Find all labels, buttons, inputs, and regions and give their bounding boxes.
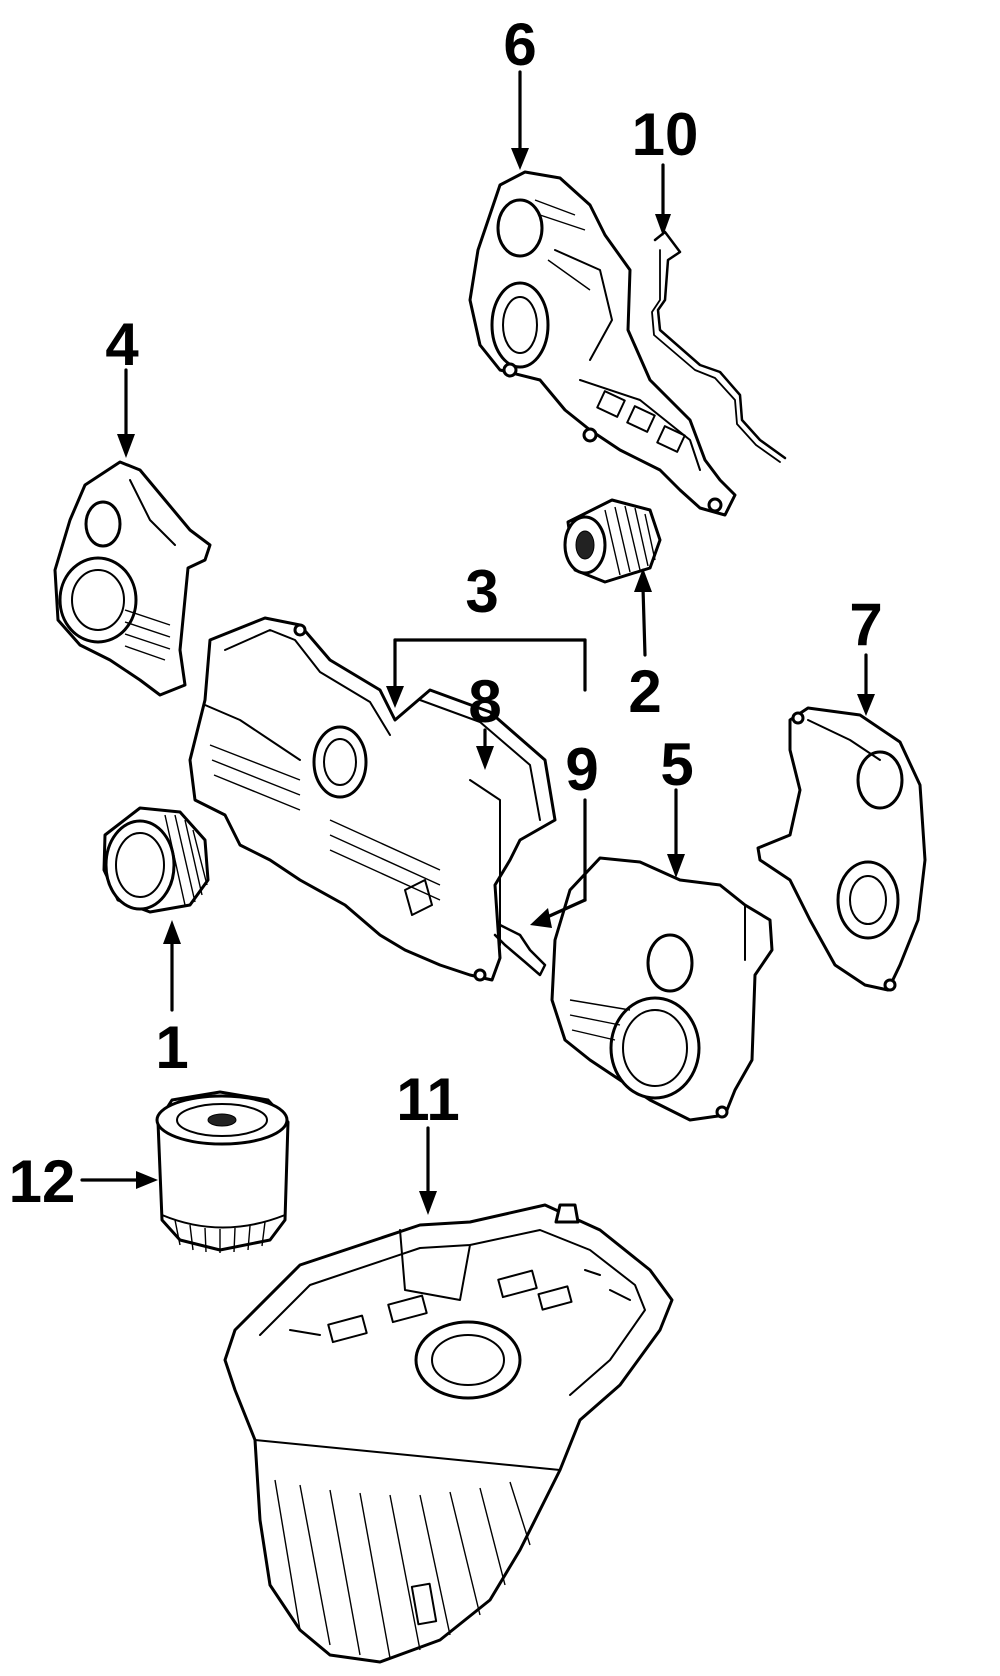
callout-1: 1 [155,1014,188,1081]
callout-12: 12 [9,1148,76,1215]
part-6-rear-timing-cover [468,170,737,517]
part-1-crank-pulley [102,806,210,914]
callout-4: 4 [105,311,139,378]
part-9-gasket-strip [493,923,547,977]
part-7-right-timing-cover [756,706,927,992]
callout-7: 7 [849,591,882,658]
part-3-lower-timing-cover [188,616,557,982]
callout-6: 6 [503,11,536,78]
part-10-seal-gasket [651,230,787,463]
callout-3: 3 [465,558,498,625]
part-5-middle-timing-cover [550,856,774,1122]
callout-2: 2 [628,658,661,725]
part-4-upper-timing-cover [53,460,212,697]
callout-10: 10 [632,101,699,168]
callout-8: 8 [468,668,501,735]
part-12-oil-filter [155,1090,290,1253]
callout-5: 5 [660,731,693,798]
callout-9: 9 [565,736,598,803]
part-2-crank-sprocket [563,498,662,584]
callout-11: 11 [396,1066,459,1133]
leader-lines [80,70,875,1215]
part-11-oil-pan [223,1203,674,1664]
callout-labels: 6 10 4 3 2 8 7 9 5 1 11 12 [9,11,883,1215]
